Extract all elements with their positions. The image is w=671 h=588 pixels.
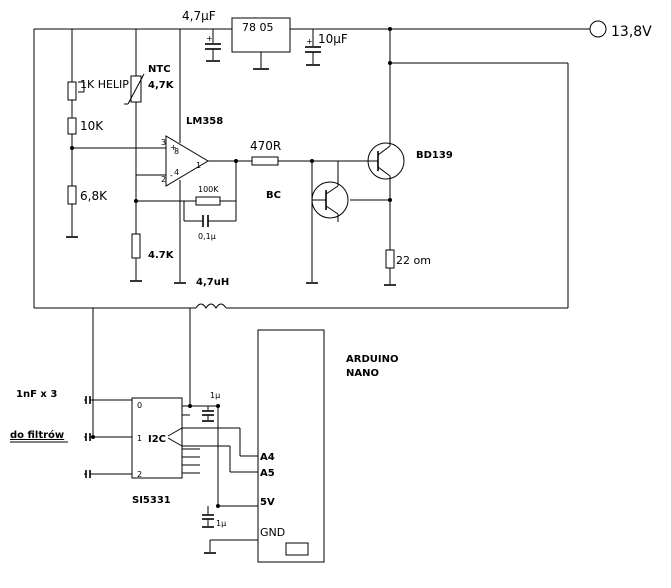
pot-label: 1K HELIP	[80, 78, 129, 91]
pin-5v: 5V	[260, 497, 275, 508]
inductor: 4,7uH	[195, 277, 229, 309]
si-pin-1: 1	[137, 434, 142, 443]
feedback-network: 100K 0,1µ	[134, 161, 237, 241]
regulator-label: 78 05	[242, 21, 274, 34]
cap1u-bot-label: 1µ	[216, 519, 226, 528]
svg-text:+: +	[306, 37, 313, 46]
cap-10u: + 10µF	[305, 29, 348, 66]
inductor-label: 4,7uH	[196, 277, 229, 288]
c01-label: 0,1µ	[198, 232, 216, 241]
op-pin-3: 3	[161, 138, 166, 147]
svg-text:+: +	[206, 34, 213, 43]
cap-4u7: + 4,7µF	[182, 9, 221, 62]
cap-10u-label: 10µF	[318, 32, 348, 46]
op-pin-8: 8	[174, 147, 179, 156]
caps-label: 1nF x 3	[16, 389, 57, 400]
pin-a4: A4	[260, 452, 275, 463]
bc-transistor: BC	[266, 159, 349, 284]
op-pin-1: 1	[196, 161, 201, 170]
pin-gnd: GND	[260, 526, 285, 539]
si-pin-2: 2	[137, 470, 142, 479]
pin-a5: A5	[260, 468, 275, 479]
divider-chain: 1K HELIP 10K 6,8K	[66, 29, 166, 238]
r47k-label: 4.7K	[148, 250, 175, 261]
lm358-label: LM358	[186, 116, 223, 127]
regulator-7805: 78 05	[231, 17, 291, 70]
bd139-label: BD139	[416, 150, 453, 161]
op-pin-2: 2	[161, 175, 166, 184]
ntc-value: 4,7K	[148, 80, 175, 91]
si-pin-0: 0	[137, 401, 142, 410]
supply-terminal: 13,8V	[589, 20, 652, 40]
caps-1nf: 1nF x 3 do filtrów	[10, 389, 132, 478]
i2c-label: I2C	[148, 434, 166, 445]
arduino-label-1: ARDUINO	[346, 354, 398, 365]
r22-label: 22 om	[396, 254, 431, 267]
cap1u-top-label: 1µ	[210, 391, 220, 400]
supply-voltage-label: 13,8V	[611, 24, 652, 40]
top-rail	[33, 28, 590, 309]
arduino-label-2: NANO	[346, 368, 379, 379]
ntc-thermistor: NTC 4,7K	[124, 29, 175, 176]
r10k-label: 10K	[80, 119, 104, 133]
bc-label: BC	[266, 190, 281, 201]
si5331-chip: 0 1 2 I2C SI5331	[131, 397, 258, 507]
r470-label: 470R	[250, 139, 281, 153]
op-pin-4: 4	[174, 168, 179, 177]
lower-wiring	[91, 307, 196, 439]
r68k-label: 6,8K	[80, 189, 108, 203]
r100k-label: 100K	[198, 185, 219, 194]
bd139-transistor: BD139 22 om	[350, 27, 453, 286]
svg-text:+: +	[170, 143, 177, 152]
r470: 470R	[208, 139, 368, 166]
filters-label: do filtrów	[10, 429, 64, 441]
ntc-label: NTC	[148, 64, 171, 75]
arduino-nano: ARDUINO NANO A4 A5 5V GND	[204, 329, 398, 563]
r47k: 4.7K	[130, 175, 175, 282]
caps-1u: 1µ 1µ	[202, 391, 226, 528]
cap-4u7-label: 4,7µF	[182, 9, 216, 23]
si-label: SI5331	[132, 495, 171, 506]
opamp-lm358: 3 2 8 4 1 + - LM358	[161, 29, 223, 284]
svg-text:-: -	[170, 171, 173, 180]
